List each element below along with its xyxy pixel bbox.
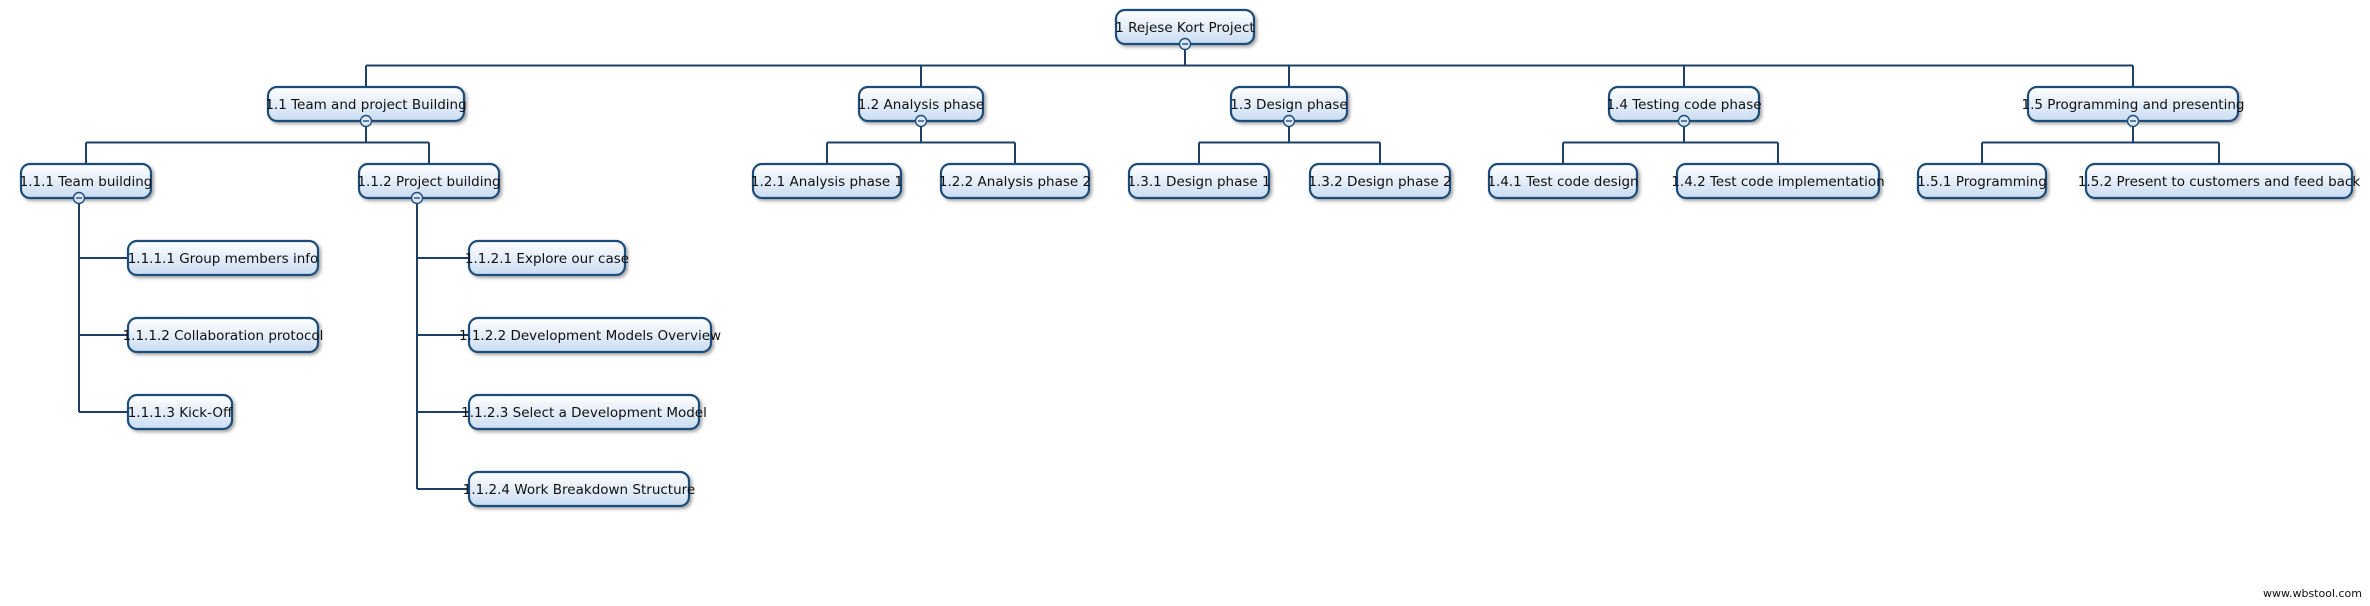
- node-label: 1.1.2.4 Work Breakdown Structure: [463, 482, 695, 498]
- wbs-node-1-2-2[interactable]: 1.2.2 Analysis phase 2: [939, 162, 1091, 200]
- node-label: 1.3.1 Design phase 1: [1127, 174, 1270, 190]
- wbs-node-1-1-1-2[interactable]: 1.1.1.2 Collaboration protocol: [123, 316, 324, 354]
- wbs-node-1-1[interactable]: 1.1 Team and project Building: [265, 85, 467, 128]
- node-box[interactable]: [467, 316, 713, 354]
- node-label: 1.1.1.2 Collaboration protocol: [123, 328, 324, 344]
- node-label: 1.1.2.1 Explore our case: [465, 251, 629, 267]
- node-label: 1.3.2 Design phase 2: [1308, 174, 1451, 190]
- node-label: 1.2 Analysis phase: [858, 97, 984, 113]
- wbs-node-1-1-1-1[interactable]: 1.1.1.1 Group members info: [126, 239, 320, 277]
- node-box[interactable]: [126, 239, 320, 277]
- wbs-node-1[interactable]: 1 Rejese Kort Project: [1114, 8, 1256, 51]
- wbs-node-1-4[interactable]: 1.4 Testing code phase: [1606, 85, 1762, 128]
- wbs-node-1-1-2-3[interactable]: 1.1.2.3 Select a Development Model: [461, 393, 707, 431]
- node-label: 1.1.1 Team building: [20, 174, 153, 190]
- node-label: 1.1.2 Project building: [357, 174, 500, 190]
- wbs-node-1-1-2[interactable]: 1.1.2 Project building: [357, 162, 501, 205]
- node-box[interactable]: [1675, 162, 1881, 200]
- node-box[interactable]: [126, 316, 320, 354]
- node-box[interactable]: [751, 162, 903, 200]
- wbs-node-1-4-1[interactable]: 1.4.1 Test code design: [1487, 162, 1639, 200]
- node-box[interactable]: [1487, 162, 1639, 200]
- wbs-node-1-2[interactable]: 1.2 Analysis phase: [858, 85, 984, 128]
- wbs-node-1-3-2[interactable]: 1.3.2 Design phase 2: [1308, 162, 1452, 200]
- node-label: 1.2.1 Analysis phase 1: [751, 174, 903, 190]
- node-box[interactable]: [467, 239, 627, 277]
- node-label: 1.5.1 Programming: [1917, 174, 2047, 190]
- wbs-nodes: 1 Rejese Kort Project 1.1 Team and projec…: [19, 8, 2361, 508]
- wbs-node-1-5-2[interactable]: 1.5.2 Present to customers and feed back: [2078, 162, 2361, 200]
- node-label: 1.5.2 Present to customers and feed back: [2078, 174, 2361, 190]
- node-box[interactable]: [1916, 162, 2048, 200]
- node-box[interactable]: [467, 470, 691, 508]
- node-box[interactable]: [1308, 162, 1452, 200]
- node-label: 1.1.2.2 Development Models Overview: [459, 328, 721, 344]
- node-box[interactable]: [19, 162, 153, 200]
- node-label: 1.1.1.1 Group members info: [128, 251, 319, 267]
- connector-lines: [78, 44, 2220, 490]
- wbs-node-1-3[interactable]: 1.3 Design phase: [1229, 85, 1349, 128]
- node-box[interactable]: [357, 162, 501, 200]
- node-box[interactable]: [2084, 162, 2354, 200]
- node-label: 1.1.1.3 Kick-Off: [128, 405, 233, 421]
- watermark-text: www.wbstool.com: [2262, 587, 2362, 600]
- node-label: 1.1.2.3 Select a Development Model: [461, 405, 707, 421]
- wbs-node-1-1-1-3[interactable]: 1.1.1.3 Kick-Off: [126, 393, 234, 431]
- node-label: 1.3 Design phase: [1230, 97, 1347, 113]
- wbs-node-1-5[interactable]: 1.5 Programming and presenting: [2022, 85, 2245, 128]
- wbs-node-1-1-2-1[interactable]: 1.1.2.1 Explore our case: [465, 239, 629, 277]
- wbs-node-1-1-2-2[interactable]: 1.1.2.2 Development Models Overview: [459, 316, 721, 354]
- wbs-node-1-5-1[interactable]: 1.5.1 Programming: [1916, 162, 2048, 200]
- node-label: 1 Rejese Kort Project: [1115, 20, 1254, 36]
- node-box[interactable]: [1127, 162, 1271, 200]
- node-label: 1.4.1 Test code design: [1487, 174, 1638, 190]
- wbs-node-1-1-2-4[interactable]: 1.1.2.4 Work Breakdown Structure: [463, 470, 695, 508]
- wbs-node-1-4-2[interactable]: 1.4.2 Test code implementation: [1671, 162, 1885, 200]
- node-label: 1.2.2 Analysis phase 2: [939, 174, 1091, 190]
- node-label: 1.5 Programming and presenting: [2022, 97, 2245, 113]
- node-box[interactable]: [939, 162, 1091, 200]
- node-box[interactable]: [467, 393, 701, 431]
- wbs-node-1-2-1[interactable]: 1.2.1 Analysis phase 1: [751, 162, 903, 200]
- node-label: 1.4 Testing code phase: [1606, 97, 1761, 113]
- node-box[interactable]: [126, 393, 234, 431]
- wbs-node-1-3-1[interactable]: 1.3.1 Design phase 1: [1127, 162, 1271, 200]
- node-label: 1.1 Team and project Building: [265, 97, 466, 113]
- wbs-node-1-1-1[interactable]: 1.1.1 Team building: [19, 162, 153, 205]
- node-label: 1.4.2 Test code implementation: [1671, 174, 1884, 190]
